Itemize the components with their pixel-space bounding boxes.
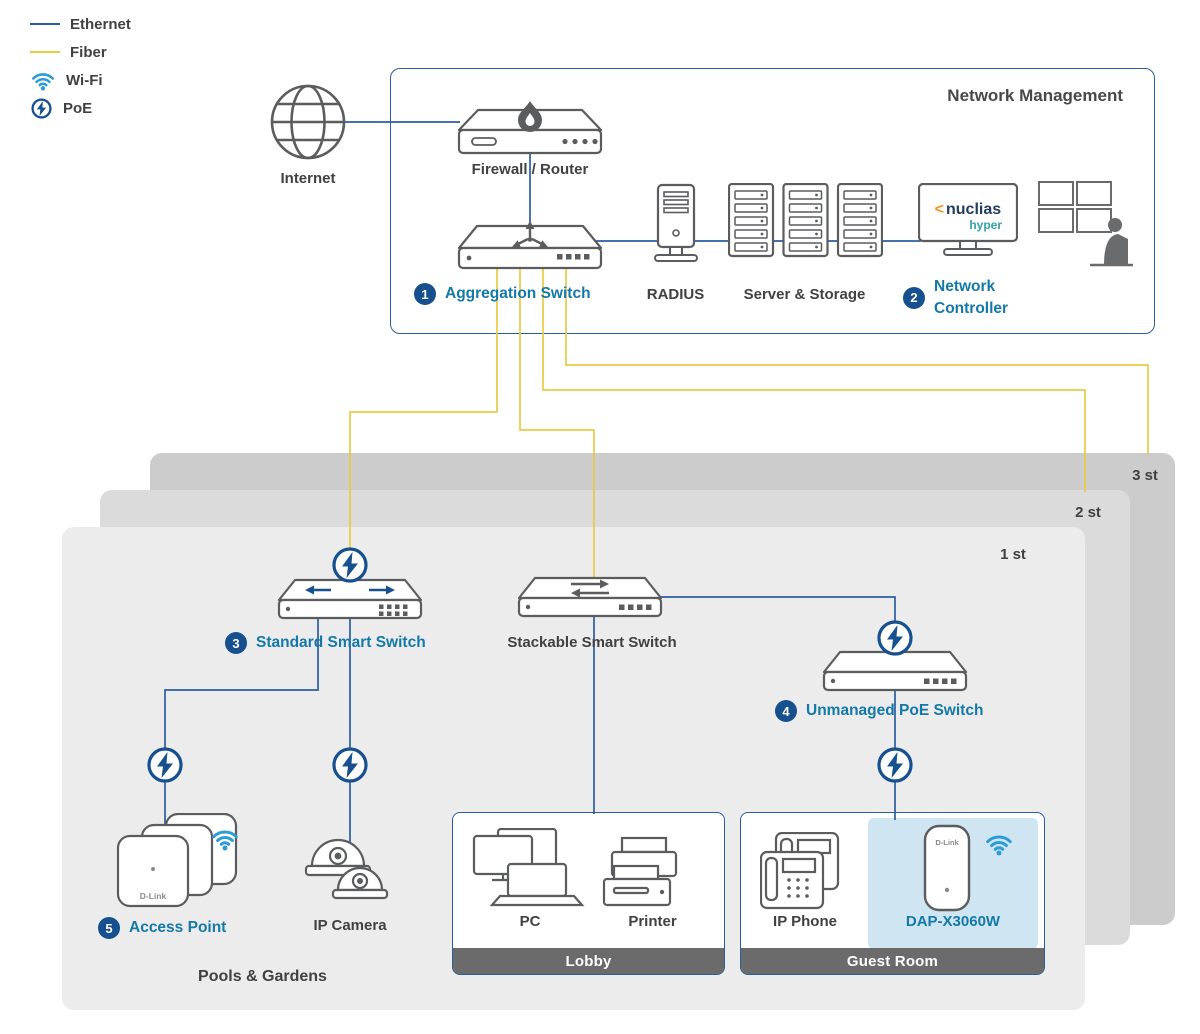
wifi-icon	[986, 835, 1012, 856]
wifi-icon	[212, 830, 238, 851]
poe-icon	[332, 747, 368, 783]
legend-poe-label: PoE	[63, 99, 93, 117]
poe-icon	[877, 620, 913, 656]
step-badge-3: 3	[225, 632, 247, 654]
nuclias-controller-monitor: < nuclias hyper	[918, 183, 1018, 256]
network-controller-label: 2 Network Controller	[903, 276, 1026, 319]
legend: Ethernet Fiber Wi-Fi PoE	[30, 14, 131, 119]
dap-x3060w-device: D-Link	[923, 824, 971, 912]
pc-label: PC	[519, 913, 541, 930]
ip-camera-label: IP Camera	[313, 917, 387, 934]
firewall-router-device	[457, 101, 603, 155]
fiber-lines	[349, 268, 1149, 580]
operator-workstation-icon	[1038, 181, 1133, 267]
network-management-title: Network Management	[947, 86, 1123, 105]
pools-gardens-label: Pools & Gardens	[198, 968, 327, 985]
legend-wifi: Wi-Fi	[30, 70, 131, 90]
lobby-zone-bar: Lobby	[453, 948, 724, 974]
poe-icon	[877, 747, 913, 783]
printer-devices-icon	[602, 836, 678, 907]
step-badge-4: 4	[775, 700, 797, 722]
legend-fiber: Fiber	[30, 42, 131, 62]
server-storage-label: Server & Storage	[743, 286, 866, 303]
ethernet-line-swatch	[30, 23, 60, 25]
flame-icon	[518, 101, 542, 132]
network-management-box	[390, 68, 1155, 334]
aggregation-switch-label: 1 Aggregation Switch	[414, 283, 591, 305]
nuclias-chevron: <	[935, 201, 944, 218]
fiber-line-swatch	[30, 51, 60, 53]
stackable-smart-switch-device	[517, 576, 663, 618]
standard-smart-switch-device	[277, 578, 423, 620]
access-point-stack-device: D-Link	[116, 813, 238, 908]
legend-ethernet-label: Ethernet	[70, 15, 131, 33]
step-badge-2: 2	[903, 286, 925, 309]
floor-label-2: 2 st	[1075, 504, 1101, 521]
ip-camera-device	[304, 838, 389, 900]
legend-wifi-label: Wi-Fi	[66, 71, 103, 89]
person-icon	[1104, 218, 1128, 265]
poe-icon	[332, 547, 368, 583]
firewall-router-label: Firewall / Router	[471, 161, 589, 178]
dlink-logo-text: D-Link	[935, 838, 959, 847]
left-right-arrows-icon	[305, 585, 395, 595]
server-storage-device	[728, 183, 883, 258]
legend-fiber-label: Fiber	[70, 43, 107, 61]
radius-server-device	[654, 183, 698, 262]
guest-room-zone-bar: Guest Room	[741, 948, 1044, 974]
dlink-logo-text: D-Link	[140, 891, 167, 901]
floor-label-1: 1 st	[1000, 546, 1026, 563]
wifi-icon	[31, 72, 55, 90]
pc-devices-icon	[472, 828, 585, 907]
printer-label: Printer	[628, 913, 677, 930]
ip-phone-devices-icon	[760, 832, 840, 910]
unmanaged-poe-switch-label: 4 Unmanaged PoE Switch	[775, 700, 983, 722]
access-point-label: 5 Access Point	[98, 917, 226, 939]
internet-globe-icon	[270, 84, 346, 160]
nuclias-logo-text: nuclias	[946, 201, 1001, 218]
poe-icon	[147, 747, 183, 783]
standard-smart-switch-label: 3 Standard Smart Switch	[225, 632, 426, 654]
internet-label: Internet	[280, 170, 336, 187]
nuclias-hyper-text: hyper	[969, 218, 1002, 232]
radius-label: RADIUS	[646, 286, 705, 303]
aggregation-switch-device	[457, 221, 603, 270]
unmanaged-poe-switch-device	[822, 650, 968, 692]
legend-ethernet: Ethernet	[30, 14, 131, 34]
legend-poe: PoE	[30, 97, 131, 119]
step-badge-1: 1	[414, 283, 436, 305]
stack-arrows-icon	[571, 579, 609, 598]
dap-x3060w-label: DAP-X3060W	[905, 913, 1001, 930]
floor-label-3: 3 st	[1132, 467, 1158, 484]
ip-phone-label: IP Phone	[773, 913, 837, 930]
branch-arrows-icon	[512, 221, 548, 248]
stackable-smart-switch-label: Stackable Smart Switch	[507, 634, 677, 651]
lobby-zone: Lobby	[452, 812, 725, 975]
step-badge-5: 5	[98, 917, 120, 939]
poe-icon	[31, 97, 52, 119]
